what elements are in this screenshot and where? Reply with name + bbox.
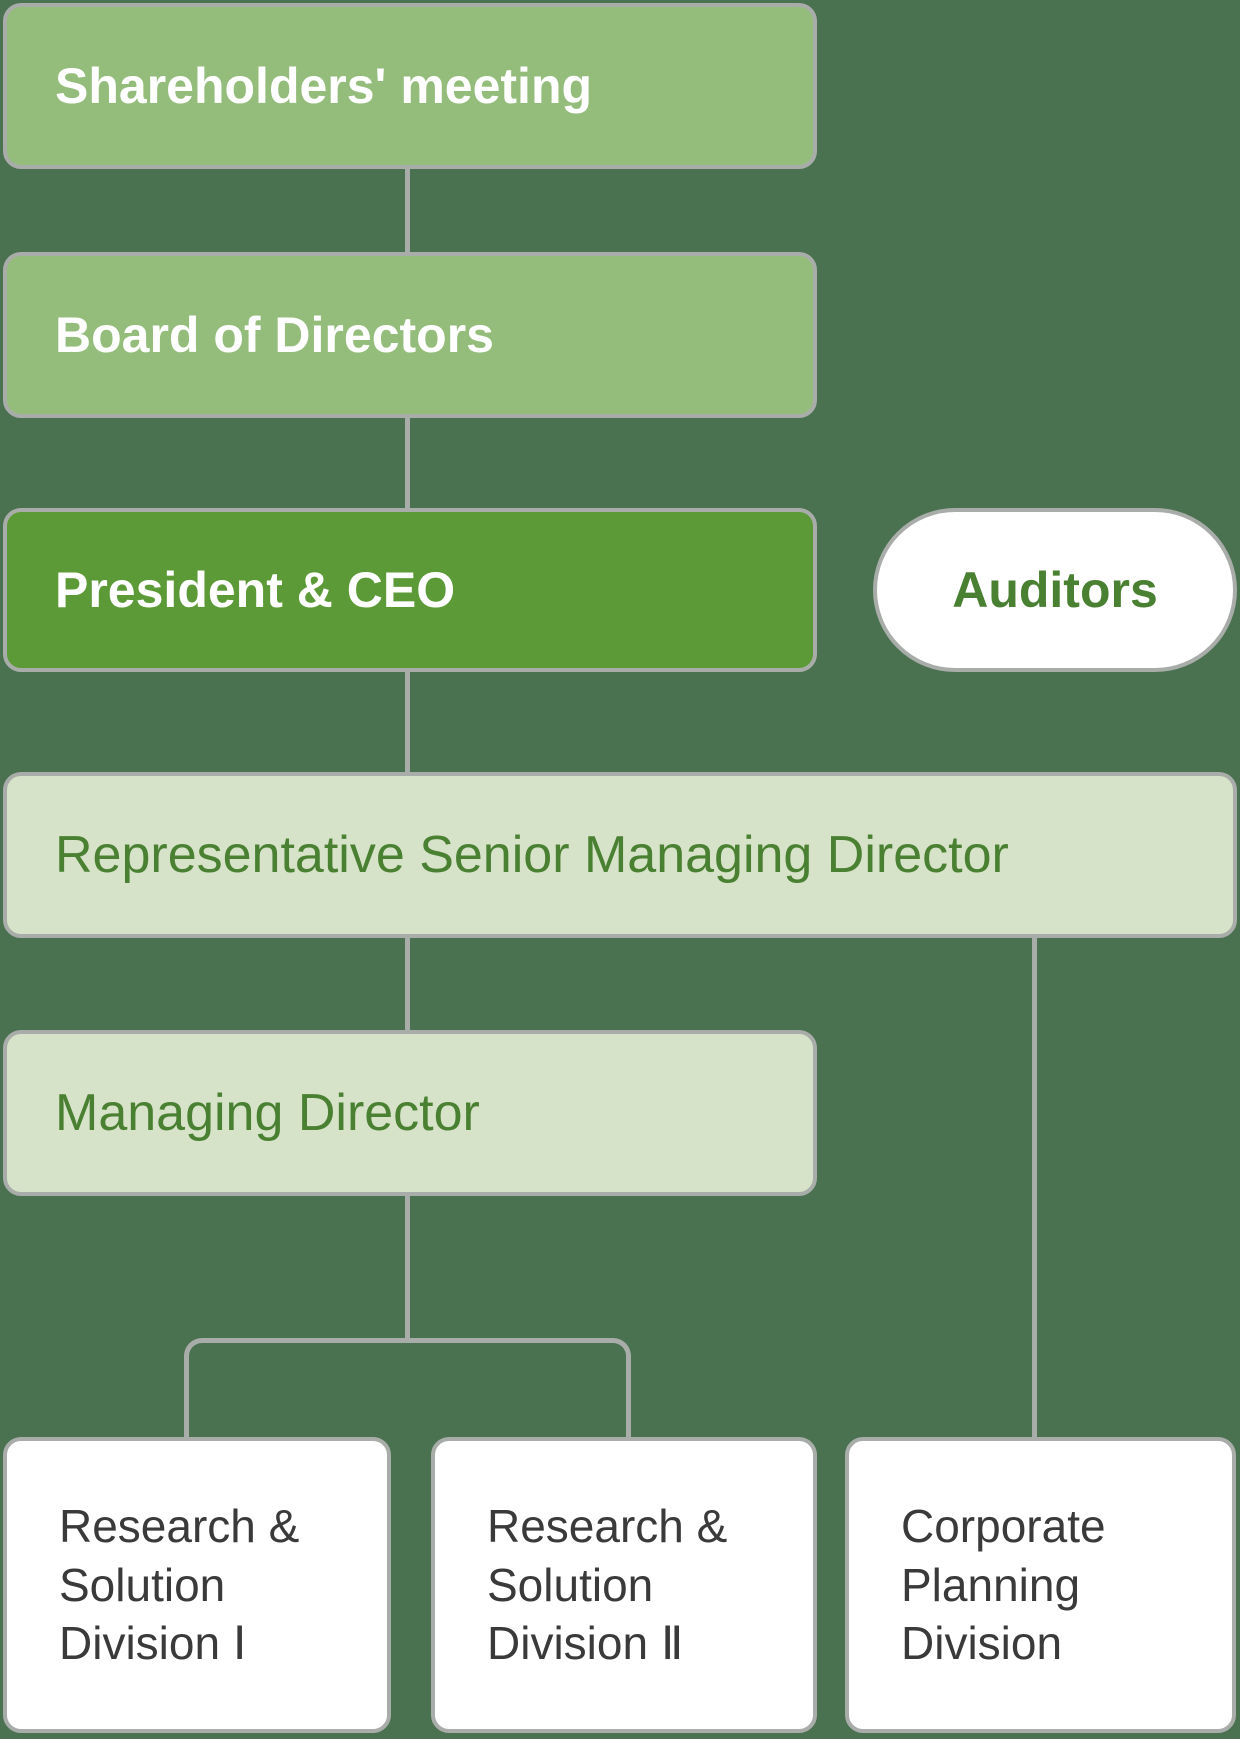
node-board-of-directors: Board of Directors bbox=[3, 252, 817, 418]
node-auditors: Auditors bbox=[873, 508, 1237, 672]
node-representative-senior-managing-director: Representative Senior Managing Director bbox=[3, 772, 1237, 938]
node-research-solution-division-1: Research & Solution Division Ⅰ bbox=[3, 1437, 391, 1733]
connector-shareholders-to-board bbox=[405, 165, 410, 257]
connector-branch-to-divisions bbox=[184, 1338, 631, 1438]
node-president-ceo: President & CEO bbox=[3, 508, 817, 672]
connector-managing-director-stem bbox=[405, 1192, 410, 1343]
connector-board-to-president bbox=[405, 414, 410, 512]
node-research-solution-division-2: Research & Solution Division Ⅱ bbox=[431, 1437, 817, 1733]
connector-president-to-rsmd bbox=[405, 668, 410, 776]
connector-rsmd-to-corporate-planning bbox=[1032, 934, 1037, 1440]
connector-rsmd-to-managing-director bbox=[405, 934, 410, 1034]
node-shareholders-meeting: Shareholders' meeting bbox=[3, 3, 817, 169]
node-managing-director: Managing Director bbox=[3, 1030, 817, 1196]
node-corporate-planning-division: Corporate Planning Division bbox=[845, 1437, 1236, 1733]
